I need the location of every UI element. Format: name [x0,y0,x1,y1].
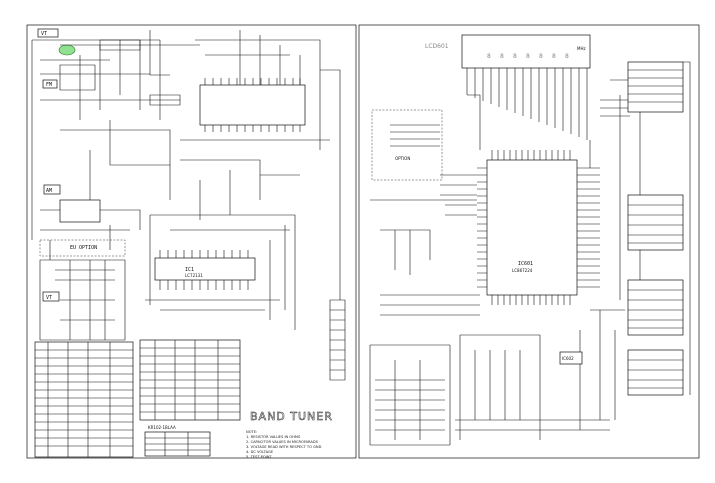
lcd-label: LCD601 [425,43,449,50]
lcd-digit-3: 8 [526,53,530,60]
note-line-2: 2. CAPACITOR VALUES IN MICROFARADS [246,440,319,444]
main-ic-part: LC867224 [512,268,533,273]
note-line-1: 1. RESISTOR VALUES IN OHMS [246,435,301,439]
eu-option-label: EU OPTION [70,245,97,251]
part-number: KR102-1BLAA [148,425,176,430]
left-table-1 [34,341,134,458]
main-ic-label: IC601 [518,261,533,267]
main-mcu-ic [486,159,578,296]
right-panel: LCD601 8 8 8 8 8 8 8 MHz OPTION IC601 LC… [369,34,691,446]
tuner-ic-label: IC1 [185,267,194,273]
option-label: OPTION [395,156,410,161]
small-ic [559,351,583,365]
fm-label: FM [46,82,52,88]
fm-label-box [42,79,58,89]
notes-block: NOTE: 1. RESISTOR VALUES IN OHMS 2. CAPA… [246,430,322,459]
mcu-pins [477,150,600,305]
left-panel: VT FM AM VT EU OPTION IC1 LC72131 [31,28,346,459]
lcd-digit-5: 8 [552,53,556,60]
vt-label: VT [41,31,47,37]
tuner-ic-main [154,257,256,281]
button-matrix [369,344,451,446]
note-line-3: 3. VOLTAGE READ WITH RESPECT TO GND [246,445,322,449]
right-connectors [627,61,691,396]
left-table-2 [139,339,241,421]
lcd-digit-2: 8 [513,53,517,60]
option-box [371,109,443,181]
am-label-box [43,184,61,195]
lcd-digit-4: 8 [539,53,543,60]
lcd-digit-1: 8 [500,53,504,60]
rf-block [59,199,101,223]
vt-label-box [37,28,59,38]
vt2-label-box [42,291,60,302]
note-line-5: 5. TEST POINT [246,455,272,459]
lcd-unit: MHz [577,46,586,51]
left-table-3 [144,431,211,457]
am-label: AM [46,188,52,194]
vt2-label: VT [46,295,52,301]
lcd-display [461,34,591,69]
note-line-4: 4. DC VOLTAGE [246,450,274,454]
tuner-ic-top [199,84,306,126]
diagram-title: BAND TUNER [250,410,333,423]
lcd-digits: 8 8 8 8 8 8 8 [487,53,569,60]
note-line-0: NOTE: [246,430,257,434]
highlighted-component [58,44,76,56]
lcd-digit-0: 8 [487,53,491,60]
lcd-digit-6: 8 [565,53,569,60]
small-ic-label: IC602 [562,356,574,361]
tuner-ic-part: LC72131 [185,273,203,278]
eu-option-box [39,239,126,257]
